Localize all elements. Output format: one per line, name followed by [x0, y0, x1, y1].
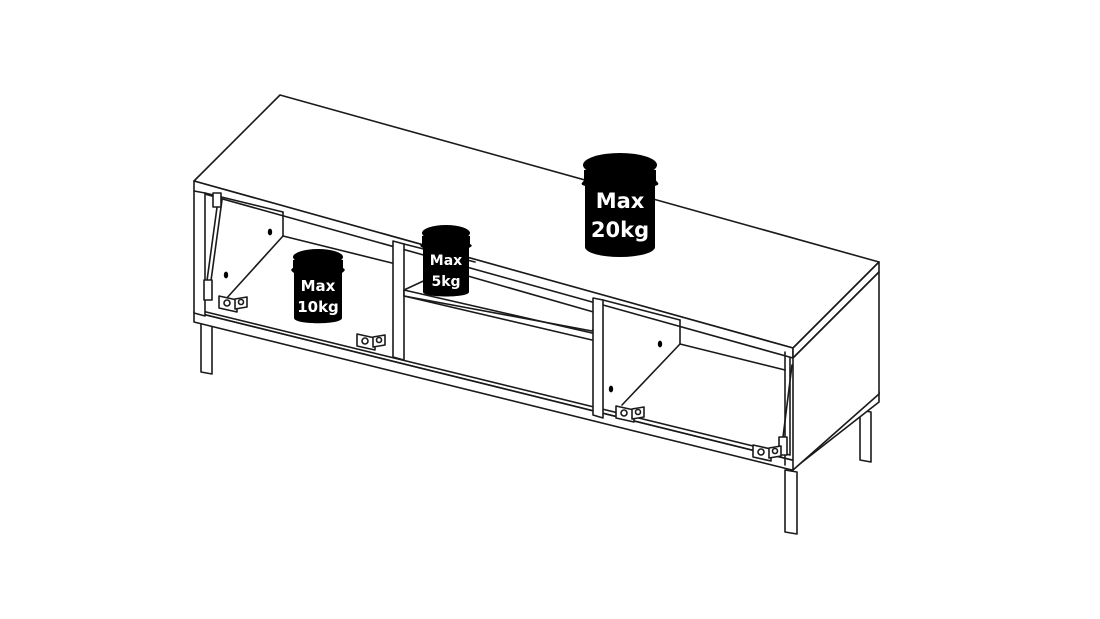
- strut-left-b: [209, 199, 223, 289]
- weight-bottom-line2: 10kg: [297, 298, 339, 316]
- hinge-hole: [223, 271, 229, 279]
- shelf-top-edge: [403, 289, 593, 334]
- hinge-bracket: [615, 405, 645, 423]
- shelf-front-edge: [403, 295, 593, 341]
- weight-bottom: Max 10kg: [291, 249, 345, 324]
- hinge-bracket: [218, 295, 248, 313]
- weight-top-line1: Max: [596, 189, 645, 213]
- weight-icon: [420, 225, 472, 297]
- top-board: [193, 94, 880, 359]
- right-back-top: [602, 299, 681, 321]
- left-floor-back: [282, 235, 397, 265]
- weight-icon: [581, 153, 659, 257]
- strut-left: [205, 199, 219, 289]
- left-side-wall: [193, 190, 206, 317]
- weight-bottom-line1: Max: [301, 277, 336, 295]
- divider-left-face: [392, 240, 405, 361]
- strut-left-cap: [212, 192, 222, 208]
- hinge-hole: [267, 228, 273, 236]
- lift-struts: [203, 192, 793, 456]
- right-floor-back: [679, 343, 786, 371]
- hinge-bracket: [752, 444, 782, 462]
- weight-shelf-line2: 5kg: [431, 274, 460, 290]
- weight-icon: [291, 249, 345, 324]
- strut-right: [781, 364, 793, 446]
- right-side-face: [792, 271, 880, 471]
- weight-top-line2: 20kg: [591, 218, 649, 242]
- right-compartment: [602, 299, 786, 406]
- leg-front-left: [200, 319, 213, 375]
- left-floor-diag: [224, 235, 284, 301]
- hinge-bracket: [356, 333, 386, 351]
- weight-shelf-line1: Max: [430, 253, 462, 269]
- divider-right-face: [592, 297, 604, 419]
- weight-shelf: Max 5kg: [420, 225, 472, 297]
- right-floor-diag: [621, 343, 681, 406]
- leg-front-right: [784, 469, 798, 535]
- left-compartment: [193, 190, 397, 317]
- hinge-hole: [657, 340, 663, 348]
- door-hinges: [218, 295, 782, 462]
- strut-left-base: [203, 279, 213, 301]
- weight-top: Max 20kg: [581, 153, 659, 257]
- divider-right: [592, 297, 604, 419]
- leg-back-right: [859, 409, 872, 463]
- hinge-hole: [608, 385, 614, 393]
